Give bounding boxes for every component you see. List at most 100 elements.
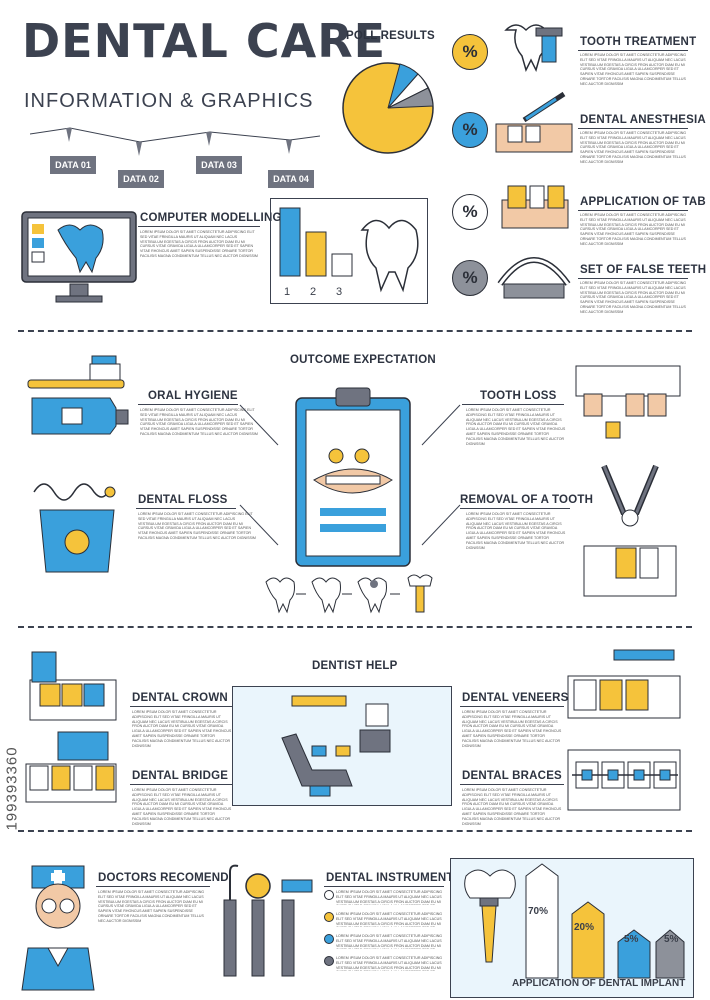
list-bullet [324, 934, 334, 944]
tooth-extraction-icon [583, 464, 677, 597]
dentist-chair-icon [281, 695, 391, 797]
doctor-icon [21, 865, 95, 991]
implant-chart [464, 863, 685, 979]
dental-anesthesia-icon [495, 91, 573, 153]
dental-braces-icon [567, 749, 681, 811]
dental-bridge-label: DENTAL BRIDGE [132, 770, 229, 782]
dental-crown-text: LOREM IPSUM DOLOR SIT AMET CONSECTETUR A… [132, 710, 232, 748]
dental-braces-label: DENTAL BRACES [462, 770, 562, 782]
dental-instruments-label: DENTAL INSTRUMENTS [326, 872, 462, 884]
tooth-loss-label: TOOTH LOSS [480, 390, 557, 402]
divider [578, 210, 688, 211]
divider [460, 784, 564, 785]
dental-crown-label: DENTAL CROWN [132, 692, 228, 704]
divider [324, 886, 444, 887]
computer-monitor-icon [21, 211, 137, 303]
connector-lines-left [239, 404, 279, 546]
bar-chart-panel [270, 198, 428, 304]
divider [96, 886, 210, 887]
doctors-recomend-text: LOREM IPSUM DOLOR SIT AMET CONSECTETUR A… [98, 890, 205, 923]
dental-bridge-icon [25, 731, 117, 803]
computer-modelling-text: LOREM IPSUM DOLOR SIT AMET CONSECTETUR A… [140, 230, 258, 258]
list-bullet [324, 890, 334, 900]
removal-label: REMOVAL OF A TOOTH [460, 494, 594, 506]
section-divider [18, 626, 692, 628]
toothbrush-icon [27, 355, 125, 389]
bar-label-1: 1 [284, 286, 291, 298]
implant-value-2: 20% [574, 922, 595, 933]
percent-icon: % [452, 260, 488, 296]
dental-veneers-text: LOREM IPSUM DOLOR SIT AMET CONSECTETUR A… [462, 710, 562, 748]
dental-veneers-label: DENTAL VENEERS [462, 692, 569, 704]
false-teeth-text: LOREM IPSUM DOLOR SIT AMET CONSECTETUR A… [580, 281, 687, 314]
application-of-tab-text: LOREM IPSUM DOLOR SIT AMET CONSECTETUR A… [580, 213, 687, 246]
tooth-icon [360, 219, 419, 293]
tooth-treatment-text: LOREM IPSUM DOLOR SIT AMET CONSECTETUR A… [580, 53, 687, 86]
tooth-decay-sequence [265, 574, 433, 614]
bar-label-2: 2 [310, 286, 317, 298]
mini-bar-chart [279, 207, 353, 277]
instrument-text-2: LOREM IPSUM DOLOR SIT AMET CONSECTETUR A… [336, 912, 443, 927]
tooth-treatment-label: TOOTH TREATMENT [580, 36, 697, 48]
divider [130, 706, 232, 707]
false-teeth-label: SET OF FALSE TEETH [580, 264, 707, 276]
removal-text: LOREM IPSUM DOLOR SIT AMET CONSECTETUR A… [466, 512, 566, 550]
data-tag-3: DATA 03 [196, 156, 242, 174]
implant-value-1: 70% [528, 906, 549, 917]
dental-veneers-icon [567, 649, 681, 719]
implant-label: APPLICATION OF DENTAL IMPLANT [512, 978, 686, 989]
divider [462, 404, 564, 405]
instrument-text-4: LOREM IPSUM DOLOR SIT AMET CONSECTETUR A… [336, 956, 443, 971]
false-teeth-icon [497, 257, 571, 299]
dental-braces-text: LOREM IPSUM DOLOR SIT AMET CONSECTETUR A… [462, 788, 562, 826]
divider [138, 404, 238, 405]
data-tag-2: DATA 02 [118, 170, 164, 188]
dentist-help-title: DENTIST HELP [312, 660, 398, 672]
poll-pie-chart [342, 62, 434, 154]
poll-title: POLL RESULTS [346, 30, 435, 42]
outcome-title: OUTCOME EXPECTATION [290, 354, 436, 366]
section-divider [18, 830, 692, 832]
data-tag-4: DATA 04 [268, 170, 314, 188]
percent-icon: % [452, 112, 488, 148]
connector-lines-right [421, 404, 461, 546]
dental-bridge-text: LOREM IPSUM DOLOR SIT AMET CONSECTETUR A… [132, 788, 232, 826]
dental-floss-text: LOREM IPSUM DOLOR SIT AMET CONSECTETUR A… [138, 512, 256, 540]
tooth-loss-text: LOREM IPSUM DOLOR SIT AMET CONSECTETUR A… [466, 408, 566, 446]
tab-application-icon [501, 185, 569, 229]
percent-icon: % [452, 194, 488, 230]
instrument-text-3: LOREM IPSUM DOLOR SIT AMET CONSECTETUR A… [336, 934, 443, 949]
dental-floss-label: DENTAL FLOSS [138, 494, 228, 506]
toothpaste-icon [31, 397, 129, 435]
divider [578, 128, 688, 129]
application-of-tab-label: APPLICATION OF TAB [580, 196, 706, 208]
tooth-loss-icon [575, 365, 681, 439]
divider [460, 508, 570, 509]
data-tags-connector [30, 127, 320, 156]
computer-modelling-label: COMPUTER MODELLING [140, 212, 282, 224]
oral-hygiene-text: LOREM IPSUM DOLOR SIT AMET CONSECTETUR A… [140, 408, 258, 436]
dental-anesthesia-label: DENTAL ANESTHESIA [580, 114, 706, 126]
clipboard-icon [295, 387, 411, 567]
bar-label-3: 3 [336, 286, 343, 298]
divider [130, 784, 232, 785]
implant-value-3: 5% [624, 934, 639, 945]
page-subtitle: INFORMATION & GRAPHICS [24, 90, 314, 112]
section-divider [18, 330, 692, 332]
implant-value-4: 5% [664, 934, 679, 945]
divider [460, 706, 564, 707]
dental-crown-icon [29, 651, 117, 721]
divider [578, 278, 688, 279]
divider [138, 226, 260, 227]
dental-anesthesia-text: LOREM IPSUM DOLOR SIT AMET CONSECTETUR A… [580, 131, 687, 164]
watermark-id: 199393360 [3, 746, 21, 831]
data-tag-1: DATA 01 [50, 156, 96, 174]
list-bullet [324, 912, 334, 922]
percent-icon: % [452, 34, 488, 70]
oral-hygiene-label: ORAL HYGIENE [148, 390, 238, 402]
list-bullet [324, 956, 334, 966]
floss-container-icon [33, 483, 116, 573]
page-title: DENTAL CARE [22, 14, 387, 68]
dental-instruments-icon [223, 864, 313, 977]
instrument-text-1: LOREM IPSUM DOLOR SIT AMET CONSECTETUR A… [336, 890, 443, 905]
